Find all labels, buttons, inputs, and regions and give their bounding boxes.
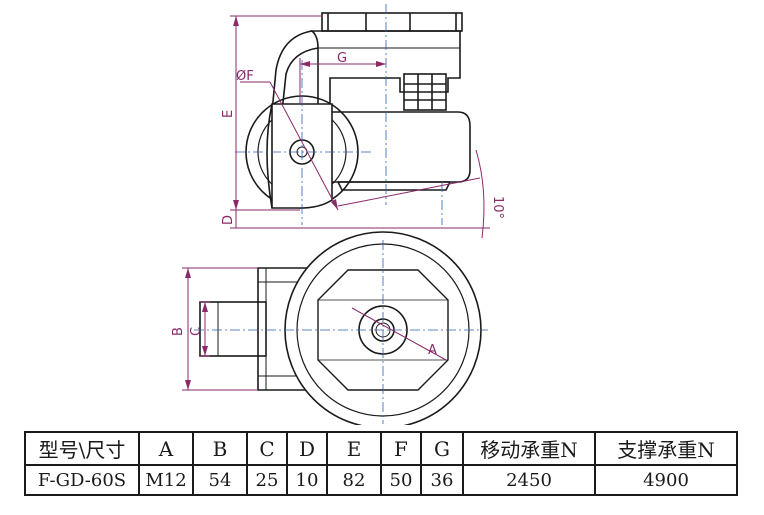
dim-label-g: G (337, 51, 347, 66)
side-centerlines (235, 4, 443, 225)
cell-support-load: 4900 (594, 464, 738, 496)
dim-label-angle: 10° (490, 196, 505, 219)
header-e: E (326, 431, 382, 466)
cell-moving-load: 2450 (462, 464, 596, 496)
dim-label-a: A (428, 343, 437, 358)
cell-model: F-GD-60S (24, 464, 140, 496)
cell-g: 36 (420, 464, 464, 496)
top-view (199, 231, 482, 425)
dim-label-d: D (221, 215, 236, 225)
octagon-plate (317, 269, 449, 391)
header-support-load: 支撑承重N (594, 431, 738, 466)
side-view (245, 12, 471, 209)
side-dimensions (230, 15, 490, 239)
dim-label-c: C (189, 327, 204, 336)
header-model-size: 型号\尺寸 (24, 431, 140, 466)
dim-label-phi-f: ØF (236, 69, 254, 84)
cell-b: 54 (192, 464, 248, 496)
header-c: C (246, 431, 288, 466)
table-row: F-GD-60S M12 54 25 10 82 50 36 2450 4900 (24, 464, 738, 496)
spec-table-header-row: 型号\尺寸 A B C D E F G 移动承重N 支撑承重N (24, 431, 738, 466)
top-plate (321, 12, 463, 32)
cell-c: 25 (246, 464, 288, 496)
dim-label-b: B (171, 327, 186, 336)
axle-cap (199, 301, 267, 357)
hex-nut (403, 73, 447, 111)
dim-label-e: E (221, 110, 236, 118)
cell-f: 50 (380, 464, 422, 496)
header-g: G (420, 431, 464, 466)
header-f: F (380, 431, 422, 466)
cell-a: M12 (138, 464, 194, 496)
fork-arm (271, 30, 319, 113)
header-a: A (138, 431, 194, 466)
lower-body (329, 111, 471, 183)
header-d: D (286, 431, 328, 466)
cell-e: 82 (326, 464, 382, 496)
header-moving-load: 移动承重N (462, 431, 596, 466)
spec-table: 型号\尺寸 A B C D E F G 移动承重N 支撑承重N F-GD-60S… (24, 431, 738, 496)
caster-technical-drawing: ØF G E D 10° (171, 4, 505, 425)
top-centerlines (194, 240, 488, 424)
side-arrowheads (233, 16, 386, 210)
header-b: B (192, 431, 248, 466)
cell-d: 10 (286, 464, 328, 496)
top-arrowheads (185, 268, 208, 390)
